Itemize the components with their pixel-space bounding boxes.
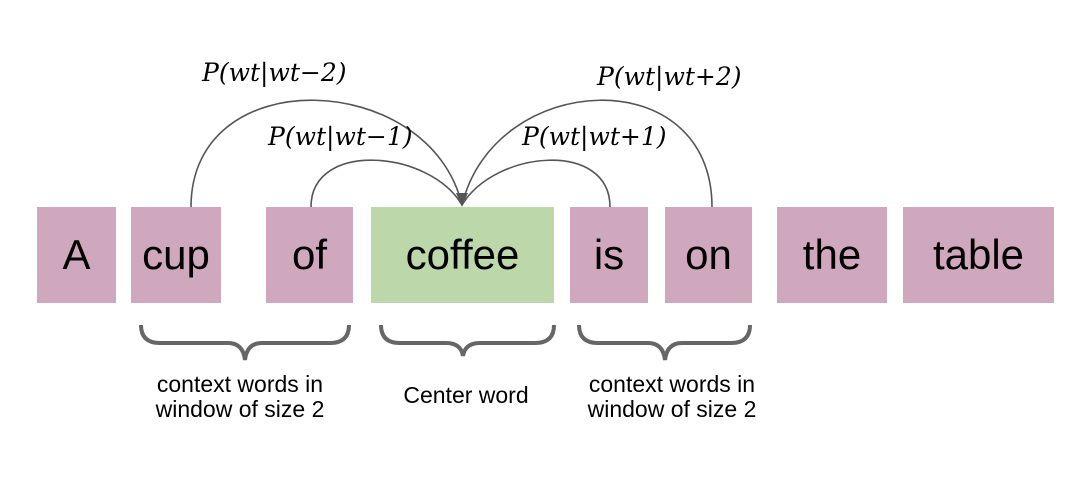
- center-word-label: Center word: [403, 382, 529, 408]
- right-context-label: context words in window of size 2: [552, 372, 792, 422]
- arc-t-minus-2: [190, 99, 463, 208]
- word-box-of: of: [266, 207, 353, 303]
- brace-right-context: [577, 324, 752, 361]
- prob-label-t-plus-1: P(wt|wt+1): [522, 122, 667, 151]
- word-box-coffee: coffee: [371, 207, 554, 303]
- prob-label-t-minus-1: P(wt|wt−1): [268, 122, 413, 151]
- word-box-the: the: [777, 207, 887, 303]
- left-context-label-line1: context words in: [156, 371, 324, 397]
- word-box-on: on: [665, 207, 752, 303]
- brace-left-context: [139, 324, 351, 361]
- left-context-label: context words in window of size 2: [120, 372, 360, 422]
- arc-t-plus-2: [461, 99, 713, 208]
- left-context-label-line2: window of size 2: [155, 396, 325, 422]
- arc-t-plus-1: [461, 159, 611, 208]
- word-box-a: A: [37, 207, 116, 303]
- prob-label-t-plus-2: P(wt|wt+2): [597, 62, 742, 91]
- right-context-label-line1: context words in: [588, 371, 756, 397]
- prob-label-t-minus-2: P(wt|wt−2): [202, 58, 347, 87]
- brace-center: [379, 324, 556, 357]
- arc-t-minus-1: [310, 159, 463, 208]
- word-box-is: is: [570, 207, 648, 303]
- word-box-table: table: [903, 207, 1054, 303]
- arrowhead-icon: [456, 193, 468, 207]
- right-context-label-line2: window of size 2: [587, 396, 757, 422]
- word-box-cup: cup: [131, 207, 221, 303]
